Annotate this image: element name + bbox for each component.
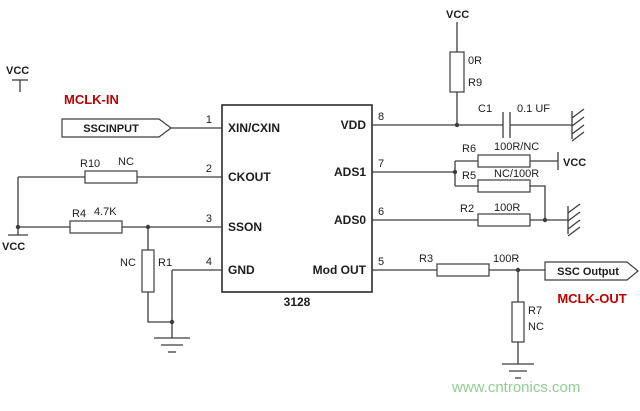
ic-pin-label-xin: XIN/CXIN bbox=[228, 121, 280, 135]
r4-ref-label: R4 bbox=[72, 208, 86, 220]
sscinput-flag bbox=[61, 118, 172, 138]
r10-ref-label: R10 bbox=[80, 158, 100, 170]
vcc-top-left-label: VCC bbox=[6, 65, 29, 77]
resistor-r10 bbox=[84, 170, 138, 184]
ic-3128: 3128 XIN/CXIN CKOUT SSON GND VDD ADS1 AD… bbox=[206, 104, 384, 309]
r1-gnd-branch: NC R1 bbox=[120, 224, 222, 353]
ground-earth-mid-right bbox=[567, 203, 581, 237]
r7-value-label: NC bbox=[528, 321, 544, 333]
r5-value-label: NC/100R bbox=[494, 168, 539, 180]
r3-value-label: 100R bbox=[493, 253, 519, 265]
vcc-top-label: VCC bbox=[446, 9, 469, 21]
ic-pin-label-modout: Mod OUT bbox=[313, 263, 367, 277]
pin-number-2: 2 bbox=[206, 163, 212, 175]
resistor-r7 bbox=[511, 301, 525, 343]
vcc-right-label: VCC bbox=[563, 157, 586, 169]
ic-pin-label-sson: SSON bbox=[228, 220, 262, 234]
vcc-bottom-left-label: VCC bbox=[2, 241, 25, 253]
ic-part-number: 3128 bbox=[284, 295, 311, 309]
r6-ref-label: R6 bbox=[462, 143, 476, 155]
pin-number-6: 6 bbox=[378, 206, 384, 218]
pin-number-4: 4 bbox=[206, 256, 212, 268]
watermark-text: www.cntronics.com bbox=[451, 379, 580, 396]
pin-number-1: 1 bbox=[206, 114, 212, 126]
ic-pin-label-vdd: VDD bbox=[341, 118, 367, 132]
ic-pin-label-ads1: ADS1 bbox=[334, 165, 366, 179]
resistor-r6 bbox=[477, 154, 531, 168]
c1-value-label: 0.1 UF bbox=[517, 103, 550, 115]
resistor-r9 bbox=[449, 51, 465, 93]
ic-body bbox=[221, 104, 373, 293]
ads0-branch: R2 100R bbox=[372, 202, 581, 237]
r9-value-label: 0R bbox=[468, 55, 482, 67]
r2-value-label: 100R bbox=[494, 202, 520, 214]
ads1-branch: R6 100R/NC VCC R5 NC/100R bbox=[372, 141, 586, 220]
r2-ref-label: R2 bbox=[460, 203, 474, 215]
vdd-supply-branch: VCC 0R R9 C1 0.1 UF bbox=[372, 9, 585, 142]
ic-pin-label-ckout: CKOUT bbox=[228, 170, 271, 184]
ground-bars-r7 bbox=[502, 363, 534, 379]
r10-value-label: NC bbox=[118, 156, 134, 168]
pin-number-5: 5 bbox=[378, 256, 384, 268]
resistor-r2 bbox=[477, 213, 531, 227]
r7-ref-label: R7 bbox=[528, 305, 542, 317]
resistor-r5 bbox=[477, 179, 531, 193]
ic-pin-label-gnd: GND bbox=[228, 263, 255, 277]
resistor-r4 bbox=[69, 220, 123, 234]
r10-branch: R10 NC bbox=[18, 156, 222, 184]
ssc-output-flag-label: SSC Output bbox=[557, 266, 619, 278]
ssc-output-flag bbox=[544, 261, 639, 281]
r1-value-label: NC bbox=[120, 257, 136, 269]
resistor-r1 bbox=[141, 249, 155, 293]
r6-value-label: 100R/NC bbox=[494, 141, 539, 153]
ground-bars-left bbox=[154, 337, 190, 353]
mclk-in-label: MCLK-IN bbox=[64, 92, 119, 107]
ic-pin-label-ads0: ADS0 bbox=[334, 213, 366, 227]
pin-number-7: 7 bbox=[378, 158, 384, 170]
sscinput-flag-label: SSCINPUT bbox=[83, 123, 139, 135]
vcc-top-left-symbol: VCC bbox=[6, 65, 29, 92]
r1-ref-label: R1 bbox=[158, 257, 172, 269]
mclk-in-branch: MCLK-IN SSCINPUT bbox=[61, 92, 222, 138]
r4-value-label: 4.7K bbox=[94, 206, 117, 218]
pin-number-8: 8 bbox=[378, 111, 384, 123]
wire-r5-to-gndnet bbox=[530, 185, 546, 220]
junction-gnd-r1 bbox=[169, 319, 175, 325]
ground-earth-top-right bbox=[571, 108, 585, 142]
resistor-r3 bbox=[436, 263, 490, 277]
r4-branch: VCC R4 4.7K bbox=[2, 177, 222, 253]
junction-r5-r2 bbox=[542, 217, 548, 223]
modout-branch: R3 100R SSC Output MCLK-OUT R7 NC bbox=[372, 253, 639, 379]
r3-ref-label: R3 bbox=[419, 253, 433, 265]
r9-ref-label: R9 bbox=[468, 77, 482, 89]
junction-vdd bbox=[454, 122, 460, 128]
c1-ref-label: C1 bbox=[478, 103, 492, 115]
mclk-out-label: MCLK-OUT bbox=[557, 291, 626, 306]
wire-r1-to-gnd bbox=[147, 292, 172, 323]
pin-number-3: 3 bbox=[206, 213, 212, 225]
r5-ref-label: R5 bbox=[462, 170, 476, 182]
